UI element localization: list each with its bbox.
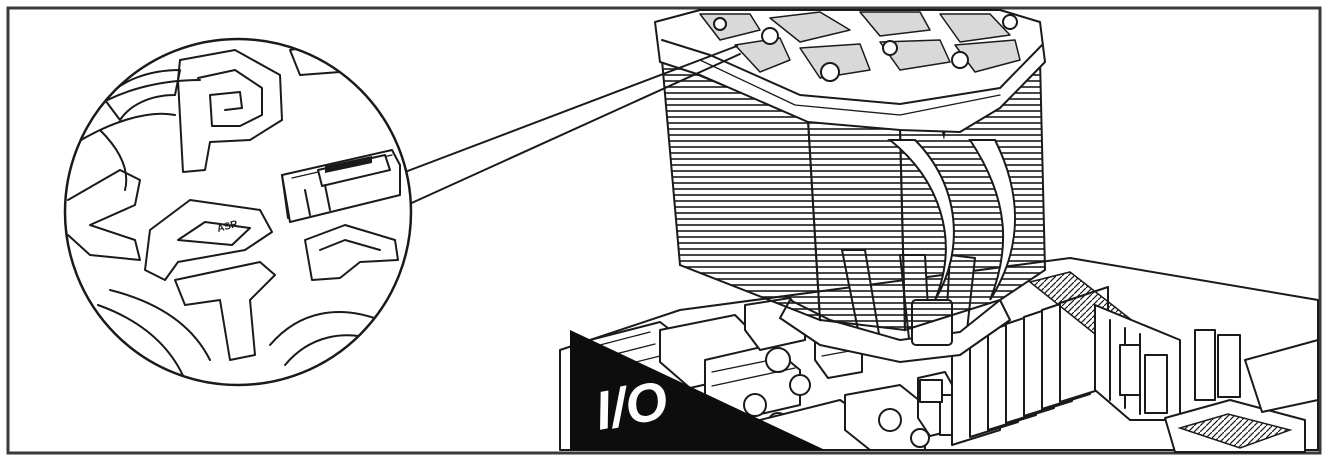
cpu-cooler bbox=[654, 9, 1047, 403]
callout-lines bbox=[404, 45, 741, 207]
zoom-detail: ASR bbox=[63, 37, 413, 387]
logo-text: ASR bbox=[216, 219, 240, 235]
ram-slots bbox=[1028, 271, 1181, 421]
frame-border bbox=[6, 6, 1322, 455]
zoom-circle-border bbox=[63, 37, 413, 387]
spiral-logo bbox=[177, 49, 283, 173]
io-label-band bbox=[570, 330, 825, 450]
cover-pattern bbox=[699, 11, 1021, 82]
mounting-slot bbox=[281, 149, 401, 223]
io-label-group: I/O bbox=[570, 330, 825, 450]
heatsink-fins-center bbox=[806, 118, 907, 332]
io-label: I/O bbox=[591, 370, 672, 442]
